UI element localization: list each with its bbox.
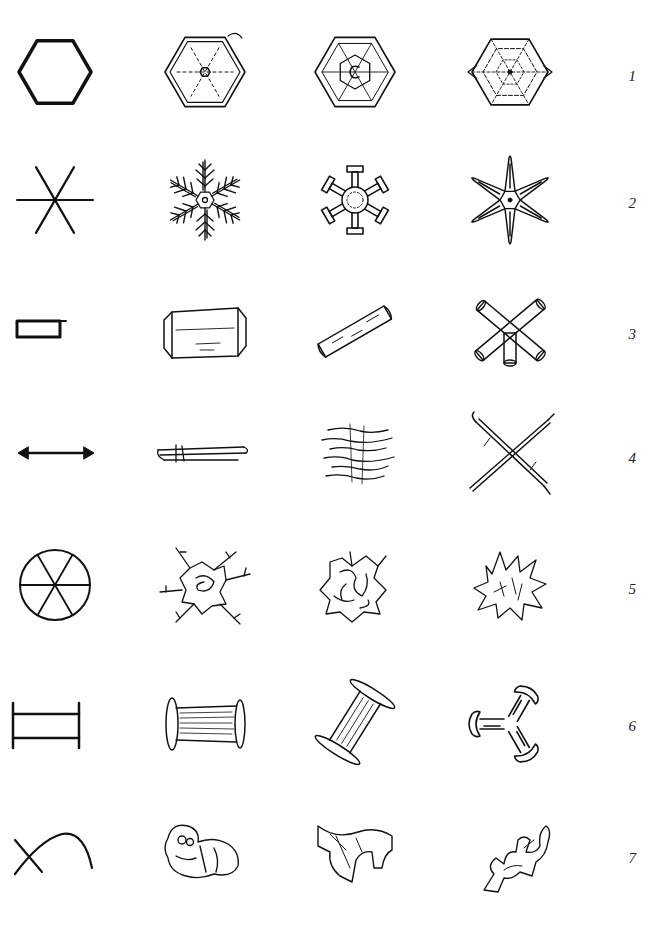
plate-crystal [165,33,245,106]
stellar-crystal [469,156,550,244]
row-number: 7 [629,851,637,866]
needle-crystal [158,445,248,462]
plate-crystal [315,37,395,106]
row-number: 2 [629,196,637,211]
dendrite-crystal [166,160,244,240]
row-number: 3 [629,327,637,342]
irregular-crystal [484,826,550,892]
capped-column-crystal [313,676,397,768]
spatial-dendrite-crystal [320,552,386,622]
irregular-crystal [165,825,238,877]
needle-crystal [322,424,394,484]
row-number: 4 [629,451,637,466]
spatial-dendrite-crystal [474,552,546,620]
column-crystal [164,308,246,358]
irregular-crystal [318,826,392,882]
needle-crystal [470,412,554,494]
plate-crystal [468,39,552,105]
row-number: 1 [629,69,637,84]
spatial-dendrite-crystal [160,548,250,624]
column-crystal [316,305,393,358]
stellar-crystal [322,166,389,234]
capped-column-crystal [469,682,541,766]
capped-column-crystal [166,698,245,750]
column-crystal [473,298,547,366]
row-number: 6 [629,719,637,734]
row-number: 5 [629,582,637,597]
